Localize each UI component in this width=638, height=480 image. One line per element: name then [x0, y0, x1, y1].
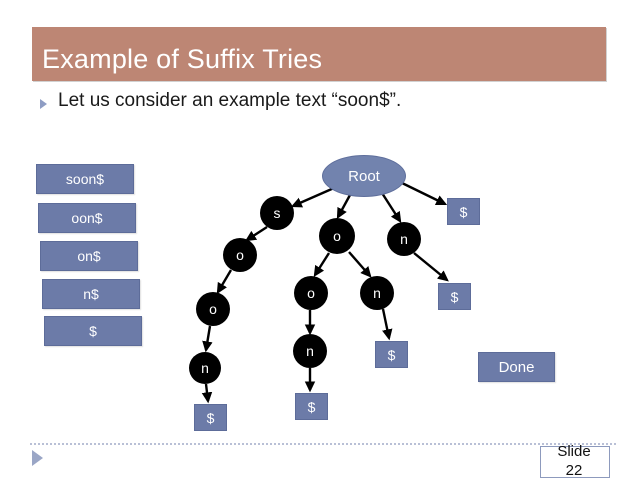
trie-node-o2: o	[196, 292, 230, 326]
trie-node-n4: n	[387, 222, 421, 256]
suffix-box-3: n$	[42, 279, 140, 309]
trie-node-o3: o	[319, 218, 355, 254]
page-title: Example of Suffix Tries	[42, 44, 323, 74]
trie-leaf-d3: $	[375, 341, 408, 368]
suffix-box-0: soon$	[36, 164, 134, 194]
trie-edge-o3-o4	[313, 252, 331, 278]
slide-number-text: Slide 22	[540, 442, 608, 480]
trie-leaf-d1: $	[447, 198, 480, 225]
trie-node-n1: n	[189, 352, 221, 384]
trie-edge-root-n4	[380, 192, 402, 224]
trie-leaf-d5: $	[194, 404, 227, 431]
bullet-row: Let us consider an example text “soon$”.	[34, 90, 594, 120]
trie-leaf-d4: $	[295, 393, 328, 420]
done-box[interactable]: Done	[478, 352, 555, 382]
trie-edge-n4-d2	[413, 252, 449, 282]
trie-edge-s1-o1	[244, 225, 268, 242]
suffix-box-1: oon$	[38, 203, 136, 233]
trie-node-n3: n	[360, 276, 394, 310]
suffix-box-4: $	[44, 316, 142, 346]
trie-edge-o3-n3	[348, 251, 372, 278]
trie-node-o1: o	[223, 238, 257, 272]
trie-node-o4: o	[294, 276, 328, 310]
trie-edge-n1-d5	[201, 383, 213, 404]
trie-node-s1: s	[260, 196, 294, 230]
trie-edge-n3-d3	[381, 308, 393, 341]
footer-divider	[30, 443, 616, 445]
trie-edge-o1-o2	[216, 269, 233, 295]
trie-node-n2: n	[293, 334, 327, 368]
triangle-bullet-icon	[40, 99, 47, 109]
triangle-footer-icon	[32, 450, 43, 466]
trie-edge-o2-n1	[202, 325, 213, 353]
bullet-text: Let us consider an example text “soon$”.	[58, 90, 402, 111]
trie-root-node: Root	[322, 155, 406, 197]
trie-edge-root-s1	[290, 186, 335, 208]
trie-leaf-d2: $	[438, 283, 471, 310]
slide-count: 22	[565, 462, 583, 479]
suffix-box-2: on$	[40, 241, 138, 271]
trie-edge-root-o3	[336, 194, 352, 220]
trie-edge-root-d1	[401, 181, 448, 206]
slide-word: Slide	[557, 443, 591, 460]
title-bar	[32, 27, 606, 81]
